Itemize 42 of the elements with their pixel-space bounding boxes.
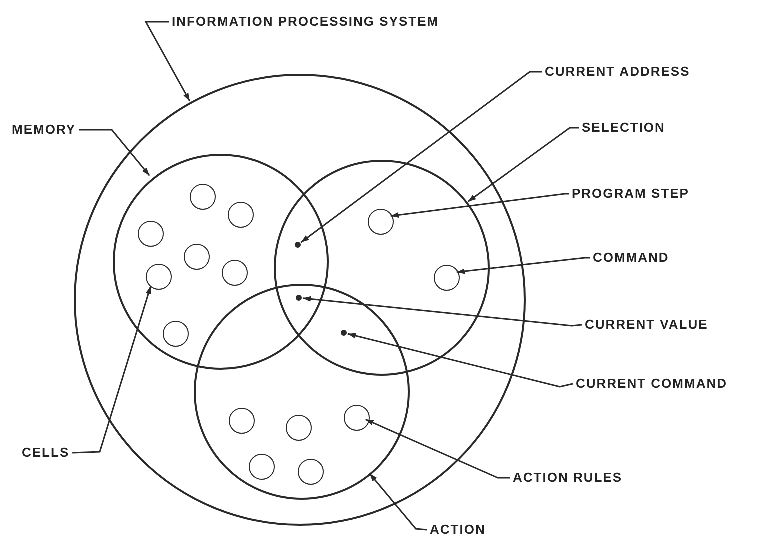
- leader-line: [72, 286, 152, 454]
- leader-line: [144, 21, 191, 102]
- leader-line: [348, 333, 574, 388]
- cell-circle: [146, 264, 172, 290]
- cell-circle: [286, 415, 312, 441]
- part-label: SELECTION: [582, 120, 666, 136]
- cell-circle: [184, 244, 210, 270]
- leader-line: [390, 193, 569, 218]
- cell-circle: [163, 321, 189, 347]
- cell-circle: [344, 405, 370, 431]
- cell-circle: [222, 260, 248, 286]
- part-label: INFORMATION PROCESSING SYSTEM: [172, 14, 440, 30]
- action-circle: [194, 284, 410, 500]
- point-dot: [295, 242, 301, 248]
- part-label: COMMAND: [593, 250, 670, 266]
- cell-circle: [190, 184, 216, 210]
- part-label: CURRENT VALUE: [585, 317, 708, 333]
- cell-circle: [368, 209, 394, 235]
- part-label: ACTION RULES: [513, 470, 622, 486]
- part-label: CURRENT COMMAND: [576, 376, 728, 392]
- part-label: PROGRAM STEP: [572, 186, 690, 202]
- cell-circle: [434, 265, 460, 291]
- point-dot: [296, 295, 302, 301]
- leader-line: [79, 129, 150, 176]
- point-dot: [341, 330, 347, 336]
- selection-circle: [274, 160, 490, 376]
- cell-circle: [228, 202, 254, 228]
- cell-circle: [298, 459, 324, 485]
- leader-line: [456, 257, 590, 274]
- memory-circle: [113, 154, 329, 370]
- leader-line: [302, 296, 582, 327]
- cell-circle: [249, 454, 275, 480]
- cell-circle: [138, 221, 164, 247]
- part-label: ACTION: [430, 522, 486, 537]
- leader-line: [300, 71, 542, 244]
- leader-line: [369, 473, 428, 531]
- leader-line: [366, 419, 510, 479]
- part-label: MEMORY: [12, 122, 76, 138]
- part-label: CURRENT ADDRESS: [545, 64, 690, 80]
- cell-circle: [229, 408, 255, 434]
- leader-line: [468, 127, 579, 202]
- part-label: CELLS: [22, 445, 70, 461]
